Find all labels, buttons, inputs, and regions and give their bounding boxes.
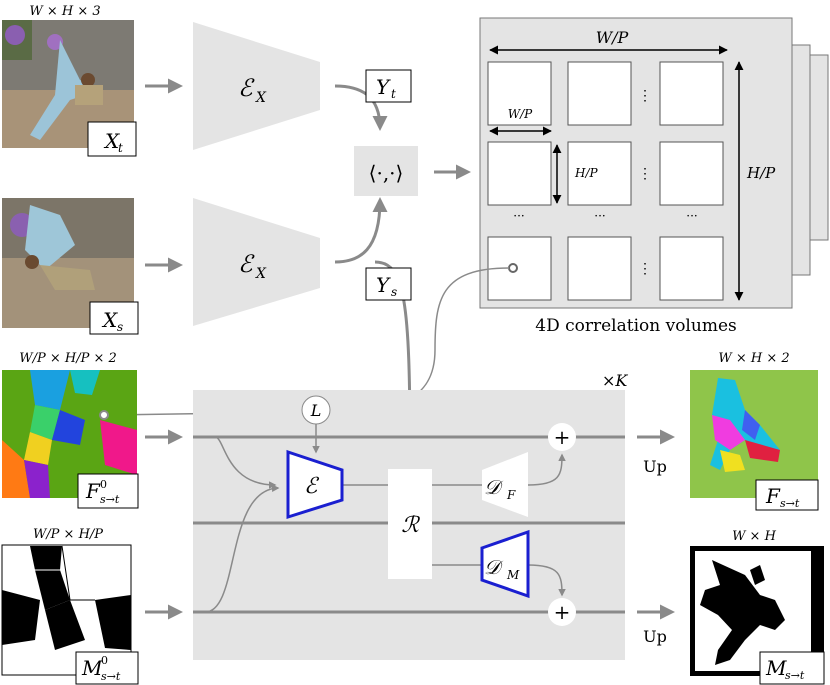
inner-product-block — [354, 146, 418, 196]
decoder-f-sub: F — [506, 488, 516, 502]
flow-init-sub: s→t — [100, 493, 120, 506]
decoder-m — [480, 529, 530, 599]
decoder-f — [482, 452, 528, 517]
motion-encoder-label: ℰ — [304, 474, 320, 499]
w-over-p-small: W/P — [508, 107, 533, 121]
recurrent-label: ℛ — [401, 513, 420, 538]
x-t-sub: t — [118, 141, 123, 155]
y-t-label: Y — [376, 75, 391, 99]
iterations-label: ×K — [602, 371, 628, 390]
df-to-plus — [527, 453, 566, 486]
flow-init-box — [77, 473, 139, 509]
plus-mask-label: + — [554, 600, 571, 624]
mask-init-sup: 0 — [101, 654, 108, 667]
encoder-top — [193, 22, 320, 150]
mask-output-sub: s→t — [785, 669, 805, 682]
y-t-sub: t — [391, 87, 396, 101]
mask-to-encoder — [204, 484, 280, 613]
encoder-bottom — [193, 198, 320, 326]
mask-output-label: M — [765, 656, 787, 680]
mask-init-image — [1, 544, 132, 676]
w-over-p-top: W/P — [596, 28, 629, 47]
y-s-label: Y — [376, 273, 391, 297]
arrow-ys-product — [334, 197, 388, 264]
vdots-row1: ⋮ — [638, 88, 652, 104]
input-dims-label: W × H × 3 — [29, 4, 100, 19]
correlation-volumes: ⋮ ⋮ ⋮ ··· ··· ··· W/P W/P H/P H/P — [479, 17, 829, 309]
flow-output-sub: s→t — [780, 497, 800, 510]
mask-out-dims: W × H — [732, 529, 777, 544]
lookup-label: L — [310, 401, 322, 420]
mask-output-image — [690, 546, 824, 676]
image-x-t: X t — [2, 20, 137, 157]
mask-init-sub: s→t — [101, 670, 121, 683]
vdots-row3: ⋮ — [638, 261, 652, 277]
decoder-m-sub: M — [506, 568, 520, 582]
image-x-s: X s — [2, 198, 139, 335]
decoder-m-label: 𝒟 — [484, 555, 504, 579]
x-s-sub: s — [117, 320, 123, 334]
flow-init-label: F — [85, 479, 101, 503]
motion-encoder — [286, 449, 344, 520]
mask-init-label: M — [81, 656, 103, 680]
flow-init-sup: 0 — [100, 478, 107, 491]
hdots-col1: ··· — [513, 209, 524, 223]
recurrent-unit — [388, 469, 432, 579]
flow-to-encoder — [214, 436, 277, 489]
y-s-box — [365, 267, 412, 301]
y-s-sub: s — [391, 285, 397, 299]
flow-init-dims: W/P × H/P × 2 — [19, 351, 117, 366]
inner-product-label: ⟨·,·⟩ — [369, 161, 404, 185]
mask-output-box — [759, 651, 825, 685]
encoder-top-sub: X — [255, 90, 267, 106]
hdots-col2: ··· — [594, 209, 605, 223]
y-t-box — [365, 69, 412, 103]
hdots-col3: ··· — [686, 209, 697, 223]
mask-init-dims: W/P × H/P — [33, 527, 103, 542]
lookup-node — [301, 395, 331, 425]
vdots-row2: ⋮ — [638, 166, 652, 182]
up-mask-label: Up — [643, 627, 667, 646]
plus-flow-label: + — [554, 425, 571, 449]
plus-flow — [548, 423, 576, 451]
encoder-bottom-sub: X — [255, 266, 267, 282]
correlation-caption: 4D correlation volumes — [535, 316, 736, 336]
plus-mask — [548, 598, 576, 626]
x-t-label: X — [103, 129, 120, 153]
encoder-bottom-label: ℰ — [238, 250, 255, 278]
flow-output-image — [690, 370, 818, 498]
flow-out-dims: W × H × 2 — [718, 351, 789, 366]
dm-to-plus — [527, 564, 566, 597]
encoder-top-label: ℰ — [238, 74, 255, 102]
flow-init-image — [2, 370, 137, 498]
h-over-p-right: H/P — [746, 164, 776, 182]
up-flow-label: Up — [643, 457, 667, 476]
flow-output-label: F — [765, 484, 781, 508]
h-over-p-small: H/P — [574, 166, 599, 180]
decoder-f-label: 𝒟 — [484, 475, 504, 499]
mask-init-box — [75, 651, 139, 685]
flow-output-box — [755, 479, 819, 511]
x-s-label: X — [101, 308, 118, 332]
